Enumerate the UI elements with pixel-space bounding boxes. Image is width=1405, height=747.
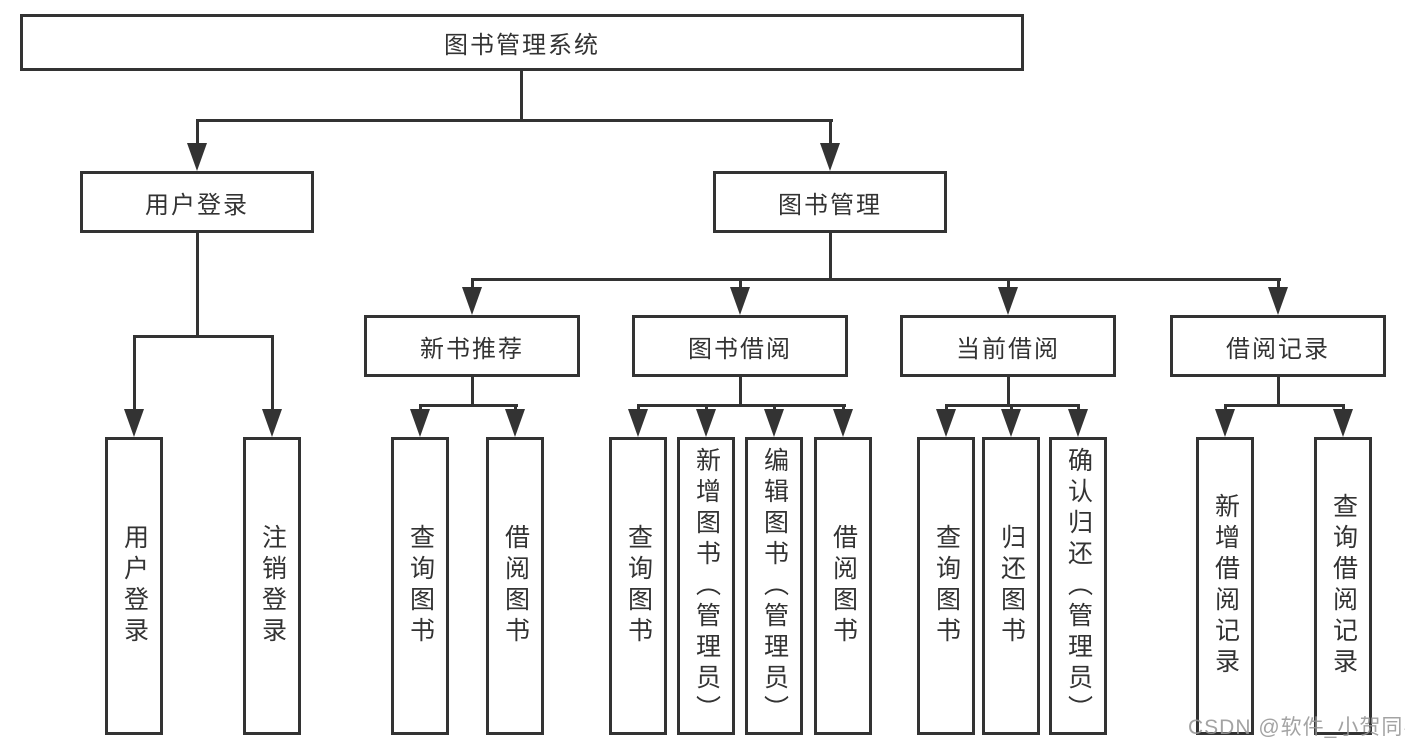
arrow-down-icon bbox=[1068, 409, 1088, 437]
node-book-management: 图书管理 bbox=[713, 171, 947, 233]
node-user-login: 用户登录 bbox=[80, 171, 314, 233]
connector-vline bbox=[271, 335, 274, 411]
leaf-logout: 注销登录 bbox=[243, 437, 301, 735]
node-root-label: 图书管理系统 bbox=[444, 32, 600, 59]
connector-vline bbox=[739, 377, 742, 407]
leaf-return-books: 归还图书 bbox=[982, 437, 1040, 735]
leaf-recommend-query-books-label: 查询图书 bbox=[406, 524, 435, 648]
node-new-book-recommend-label: 新书推荐 bbox=[420, 335, 524, 363]
connector-vline bbox=[1007, 278, 1010, 290]
connector-vline bbox=[1277, 278, 1280, 290]
connector-vline bbox=[829, 233, 832, 280]
connector-vline bbox=[842, 404, 845, 411]
connector-vline bbox=[1342, 404, 1345, 411]
connector-vline bbox=[739, 278, 742, 290]
connector-vline bbox=[133, 335, 136, 411]
arrow-down-icon bbox=[462, 287, 482, 315]
arrow-down-icon bbox=[936, 409, 956, 437]
node-book-management-label: 图书管理 bbox=[778, 191, 882, 219]
connector-hline bbox=[471, 278, 1281, 281]
node-user-login-label: 用户登录 bbox=[145, 191, 249, 219]
arrow-down-icon bbox=[696, 409, 716, 437]
arrow-down-icon bbox=[1268, 287, 1288, 315]
leaf-borrow-query-books-label: 查询图书 bbox=[624, 524, 653, 648]
leaf-edit-books-admin: 编辑图书（管理员） bbox=[745, 437, 803, 735]
node-root: 图书管理系统 bbox=[20, 14, 1024, 71]
node-borrow-records: 借阅记录 bbox=[1170, 315, 1386, 377]
arrow-down-icon bbox=[820, 143, 840, 171]
leaf-borrow-books-label: 借阅图书 bbox=[829, 524, 858, 648]
leaf-add-borrow-record: 新增借阅记录 bbox=[1196, 437, 1254, 735]
leaf-confirm-return-admin: 确认归还（管理员） bbox=[1049, 437, 1107, 735]
arrow-down-icon bbox=[730, 287, 750, 315]
arrow-down-icon bbox=[1001, 409, 1021, 437]
connector-vline bbox=[1007, 377, 1010, 407]
arrow-down-icon bbox=[628, 409, 648, 437]
leaf-logout-label: 注销登录 bbox=[258, 524, 287, 648]
arrow-down-icon bbox=[410, 409, 430, 437]
leaf-query-borrow-record: 查询借阅记录 bbox=[1314, 437, 1372, 735]
connector-vline bbox=[1010, 404, 1013, 411]
arrow-down-icon bbox=[1333, 409, 1353, 437]
arrow-down-icon bbox=[505, 409, 525, 437]
leaf-confirm-return-admin-label: 确认归还（管理员） bbox=[1064, 446, 1093, 726]
leaf-borrow-query-books: 查询图书 bbox=[609, 437, 667, 735]
csdn-watermark: CSDN @软件_小贺同学 bbox=[1188, 716, 1405, 739]
connector-vline bbox=[196, 119, 199, 145]
leaf-add-books-admin: 新增图书（管理员） bbox=[677, 437, 735, 735]
node-new-book-recommend: 新书推荐 bbox=[364, 315, 580, 377]
leaf-current-query-books: 查询图书 bbox=[917, 437, 975, 735]
leaf-recommend-query-books: 查询图书 bbox=[391, 437, 449, 735]
connector-vline bbox=[1077, 404, 1080, 411]
leaf-user-login: 用户登录 bbox=[105, 437, 163, 735]
leaf-add-books-admin-label: 新增图书（管理员） bbox=[692, 446, 721, 726]
node-borrow-records-label: 借阅记录 bbox=[1226, 335, 1330, 363]
connector-vline bbox=[514, 404, 517, 411]
node-book-borrow-label: 图书借阅 bbox=[688, 335, 792, 363]
node-current-borrow-label: 当前借阅 bbox=[956, 335, 1060, 363]
connector-hline bbox=[196, 119, 833, 122]
leaf-recommend-borrow-books-label: 借阅图书 bbox=[501, 524, 530, 648]
connector-vline bbox=[773, 404, 776, 411]
connector-vline bbox=[705, 404, 708, 411]
leaf-recommend-borrow-books: 借阅图书 bbox=[486, 437, 544, 735]
connector-hline bbox=[1224, 404, 1345, 407]
arrow-down-icon bbox=[998, 287, 1018, 315]
connector-vline bbox=[471, 377, 474, 407]
leaf-edit-books-admin-label: 编辑图书（管理员） bbox=[760, 446, 789, 726]
connector-vline bbox=[1277, 377, 1280, 407]
connector-vline bbox=[829, 119, 832, 145]
node-current-borrow: 当前借阅 bbox=[900, 315, 1116, 377]
connector-vline bbox=[1224, 404, 1227, 411]
connector-vline bbox=[637, 404, 640, 411]
connector-vline bbox=[471, 278, 474, 290]
leaf-return-books-label: 归还图书 bbox=[997, 524, 1026, 648]
leaf-user-login-label: 用户登录 bbox=[120, 524, 149, 648]
connector-hline bbox=[133, 335, 274, 338]
node-book-borrow: 图书借阅 bbox=[632, 315, 848, 377]
arrow-down-icon bbox=[833, 409, 853, 437]
leaf-add-borrow-record-label: 新增借阅记录 bbox=[1211, 493, 1240, 679]
arrow-down-icon bbox=[262, 409, 282, 437]
arrow-down-icon bbox=[1215, 409, 1235, 437]
connector-vline bbox=[520, 71, 523, 122]
arrow-down-icon bbox=[187, 143, 207, 171]
leaf-query-borrow-record-label: 查询借阅记录 bbox=[1329, 493, 1358, 679]
connector-hline bbox=[419, 404, 518, 407]
leaf-borrow-books: 借阅图书 bbox=[814, 437, 872, 735]
leaf-current-query-books-label: 查询图书 bbox=[932, 524, 961, 648]
connector-hline bbox=[637, 404, 846, 407]
arrow-down-icon bbox=[124, 409, 144, 437]
connector-vline bbox=[945, 404, 948, 411]
connector-vline bbox=[196, 233, 199, 338]
arrow-down-icon bbox=[764, 409, 784, 437]
connector-vline bbox=[419, 404, 422, 411]
